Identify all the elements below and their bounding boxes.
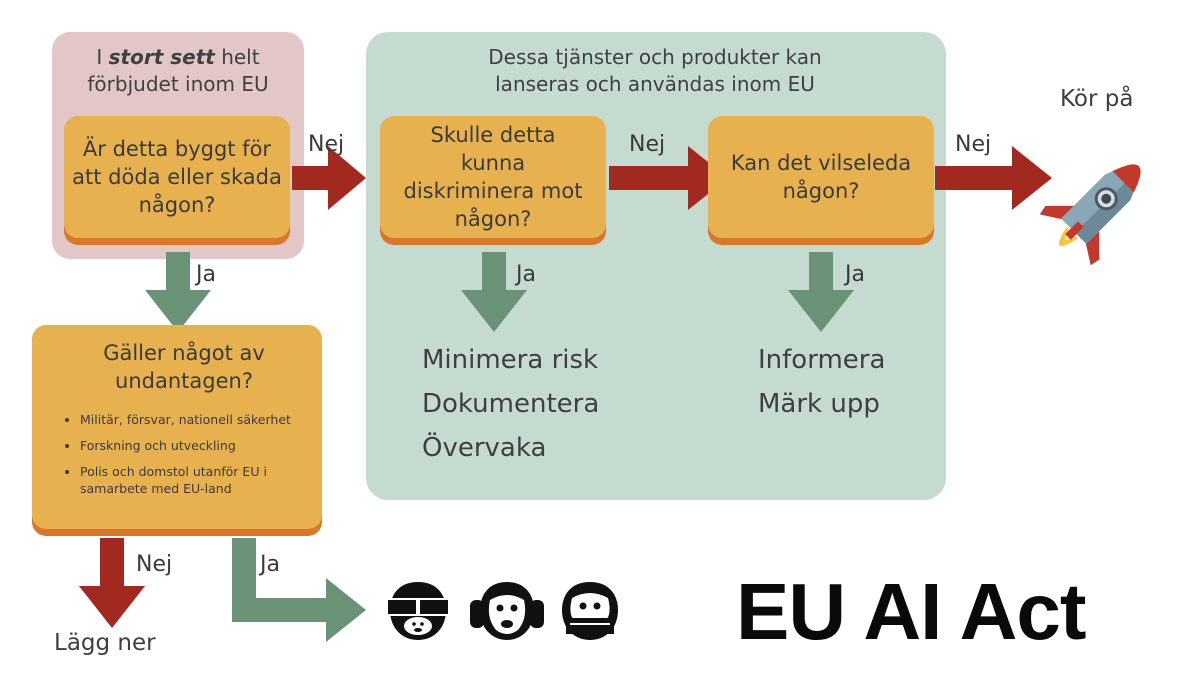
arrow-q2-to-actions xyxy=(461,252,527,332)
arrow-q4-to-monkeys xyxy=(232,538,366,642)
diagram-title: EU AI Act xyxy=(736,567,1087,656)
edge-label-nej-2: Nej xyxy=(629,132,666,157)
edge-label-ja-4: Ja xyxy=(260,552,280,577)
action-document: Dokumentera xyxy=(422,389,600,419)
exception-item: Polis och domstol utanför EU i samarbete… xyxy=(80,463,306,497)
exceptions-list: Militär, försvar, nationell säkerhet For… xyxy=(62,411,306,506)
edge-label-nej-4: Nej xyxy=(136,552,173,577)
question-exceptions-box: Gäller något av undantagen? Militär, för… xyxy=(32,325,322,529)
action-monitor: Övervaka xyxy=(422,433,547,463)
arrow-q3-to-go xyxy=(935,146,1052,210)
shutdown-label: Lägg ner xyxy=(54,630,156,656)
question-harm-box: Är detta byggt för att döda eller skada … xyxy=(64,116,290,238)
edge-label-ja-1: Ja xyxy=(196,262,216,287)
edge-label-ja-2: Ja xyxy=(516,262,536,287)
exception-item: Militär, försvar, nationell säkerhet xyxy=(80,411,306,428)
action-minimize-risk: Minimera risk xyxy=(422,345,599,375)
arrow-q4-to-shutdown xyxy=(79,538,145,628)
exception-item: Forskning och utveckling xyxy=(80,437,306,454)
discrimination-actions: Minimera risk Dokumentera Övervaka xyxy=(422,338,599,470)
speak-no-evil-monkey-icon xyxy=(562,582,618,640)
edge-label-nej-3: Nej xyxy=(955,132,992,157)
rocket-icon xyxy=(1039,164,1141,266)
question-mislead-box: Kan det vilseleda någon? xyxy=(708,116,934,238)
action-inform: Informera xyxy=(758,345,886,375)
question-discrimination-box: Skulle detta kunna diskriminera mot någo… xyxy=(380,116,606,238)
see-no-evil-monkey-icon xyxy=(388,582,448,640)
hear-no-evil-monkey-icon xyxy=(470,582,544,640)
allowed-region-title: Dessa tjänster och produkter kan lansera… xyxy=(488,45,822,96)
arrow-q3-to-actions xyxy=(788,252,854,332)
action-label: Märk upp xyxy=(758,389,880,419)
arrow-q1-to-q4 xyxy=(145,252,211,332)
mislead-actions: Informera Märk upp xyxy=(758,338,885,426)
arrow-q1-to-q2 xyxy=(292,146,366,210)
arrow-q2-to-q3 xyxy=(609,146,728,210)
prohibited-region-title: I stort sett helt förbjudet inom EU xyxy=(87,45,269,96)
edge-label-nej-1: Nej xyxy=(308,132,345,157)
edge-label-ja-3: Ja xyxy=(845,262,865,287)
exceptions-question: Gäller något av undantagen? xyxy=(103,341,265,393)
go-label: Kör på xyxy=(1060,86,1134,112)
allowed-region xyxy=(366,32,946,500)
